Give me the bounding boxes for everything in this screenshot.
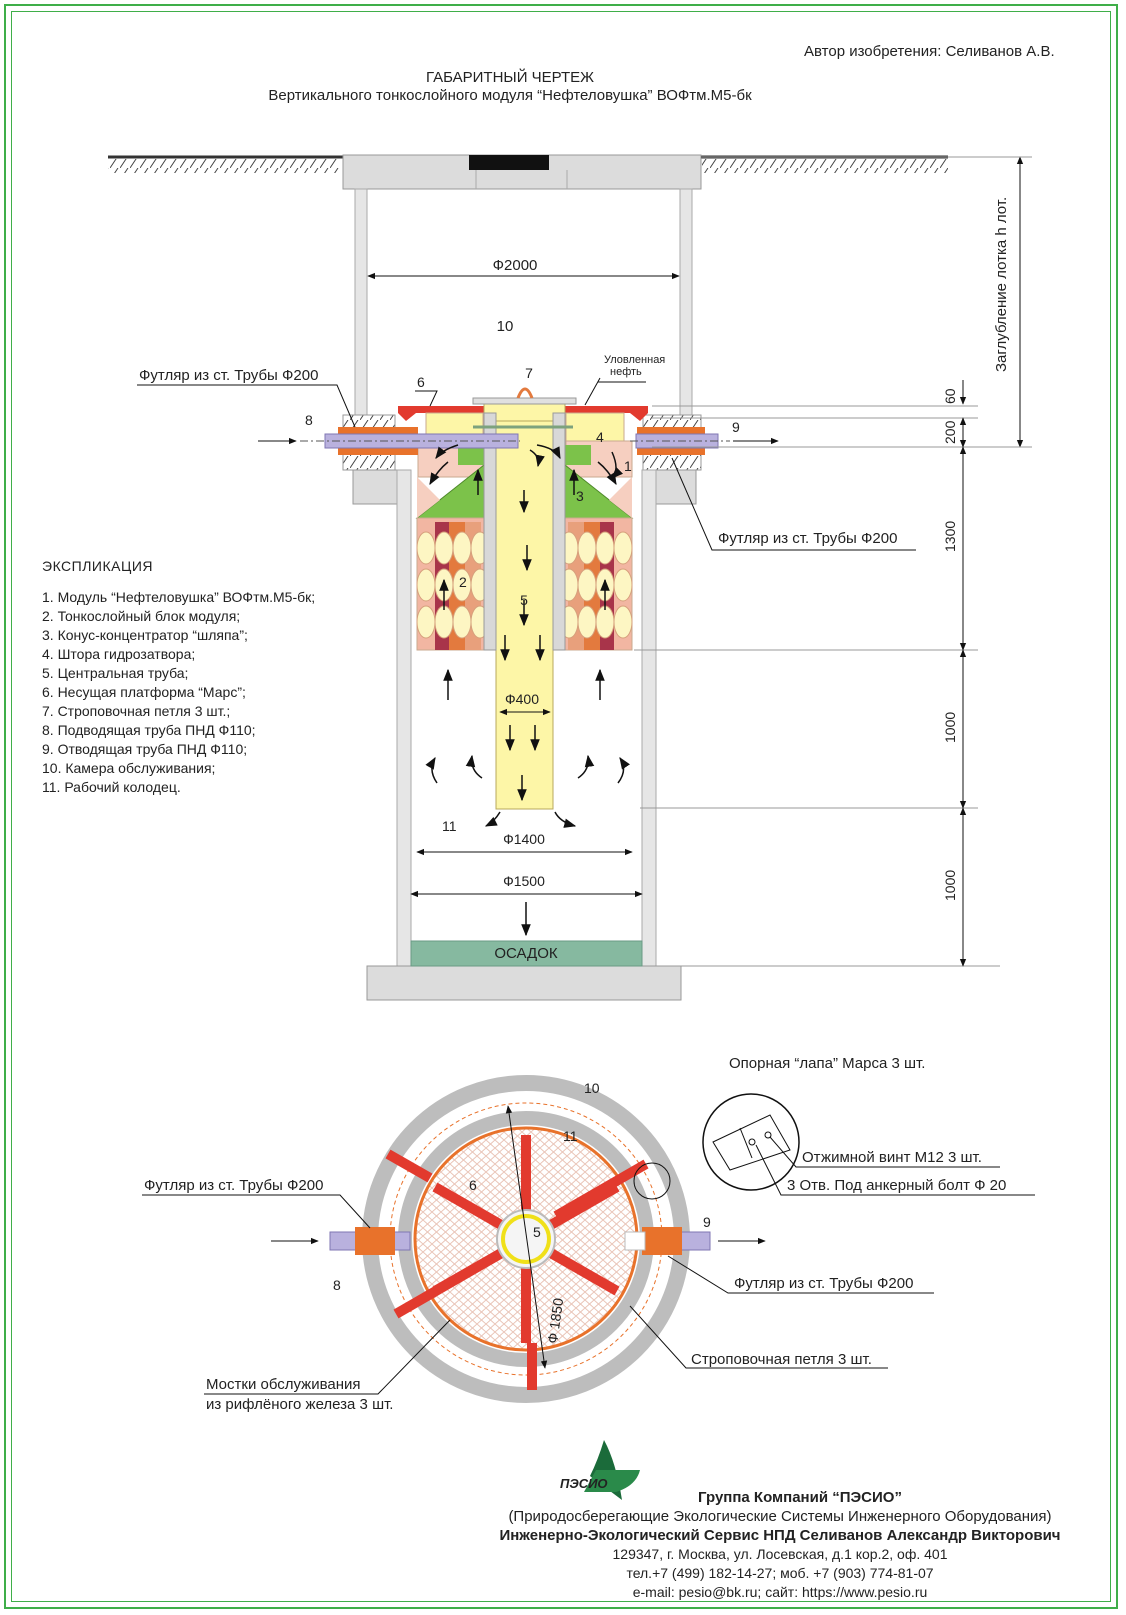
case-pipe-label-right: Футляр из ст. Трубы Ф200 (718, 530, 897, 547)
plan-case-right (642, 1227, 682, 1255)
sediment-layer (410, 940, 643, 967)
author-label: Автор изобретения: Селиванов А.В. (804, 43, 1055, 60)
depth-label: Заглубление лотка h лот. (993, 197, 1010, 372)
plan-view: Ф 1850 (329, 1075, 711, 1403)
company-subtitle: (Природосберегающие Экологические Систем… (508, 1508, 1052, 1525)
bottom-slab (366, 965, 682, 1001)
company-title: Группа Компаний “ПЭСИО” (698, 1489, 902, 1506)
callout-3: 3 (576, 488, 584, 504)
dim-1000-upper: 1000 (942, 712, 958, 743)
company-info: Группа Компаний “ПЭСИО” (Природосберегаю… (440, 1488, 1120, 1602)
callout-7: 7 (525, 365, 533, 381)
screw-label: Отжимной винт М12 3 шт. (802, 1149, 982, 1166)
explication-item: 1. Модуль “Нефтеловушка” ВОФтм.М5-бк; (42, 589, 316, 605)
callout-8: 8 (305, 412, 313, 428)
page-subtitle: Вертикального тонкослойного модуля “Нефт… (268, 87, 752, 104)
inlet-pipe (258, 427, 520, 455)
explication-item: 6. Несущая платформа “Марс”; (42, 684, 246, 700)
explication-item: 7. Строповочная петля 3 шт.; (42, 703, 231, 719)
chamber-wall-right (679, 188, 693, 416)
holes-label: 3 Отв. Под анкерный болт Ф 20 (787, 1177, 1006, 1194)
bridges-label-2: из рифлёного железа 3 шт. (206, 1396, 393, 1413)
oil-label-1: Уловленная (604, 354, 665, 366)
explication-item: 8. Подводящая труба ПНД Ф110; (42, 722, 256, 738)
sediment-label: ОСАДОК (494, 945, 557, 962)
chamber-wall-left (354, 188, 368, 416)
dim-400: Ф400 (505, 691, 539, 707)
dim-1400: Ф1400 (503, 831, 545, 847)
page-title: ГАБАРИТНЫЙ ЧЕРТЕЖ (426, 68, 594, 86)
dim-60: 60 (942, 388, 958, 404)
plan-callout-5: 5 (533, 1224, 541, 1240)
explication-item: 10. Камера обслуживания; (42, 760, 216, 776)
explication-item: 3. Конус-концентратор “шляпа”; (42, 627, 248, 643)
dim-2000: Ф2000 (493, 257, 538, 274)
callout-9: 9 (732, 419, 740, 435)
plan-case-label-left: Футляр из ст. Трубы Ф200 (144, 1177, 323, 1194)
company-logo: ПЭСИО (560, 1440, 640, 1500)
dim-200: 200 (942, 420, 958, 444)
company-address: 129347, г. Москва, ул. Лосевская, д.1 ко… (612, 1546, 948, 1562)
dim-1000-lower: 1000 (942, 870, 958, 901)
plan-case-label-right: Футляр из ст. Трубы Ф200 (734, 1275, 913, 1292)
plan-case-left (355, 1227, 395, 1255)
flow-arrows (425, 444, 630, 937)
outlet-pipe (630, 427, 779, 455)
explication-item: 2. Тонкослойный блок модуля; (42, 608, 241, 624)
explication-item: 4. Штора гидрозатвора; (42, 646, 196, 662)
well-wall-left (396, 469, 412, 967)
callout-5: 5 (520, 592, 528, 608)
oil-label-2: нефть (610, 366, 642, 378)
callout-6: 6 (417, 374, 425, 390)
callout-11: 11 (442, 818, 457, 834)
callout-1: 1 (624, 458, 632, 474)
explication-item: 11. Рабочий колодец. (42, 779, 181, 795)
bridges-label-1: Мостки обслуживания (206, 1376, 361, 1393)
well-section: ОСАДОК (342, 154, 702, 1001)
explication-item: 9. Отводящая труба ПНД Ф110; (42, 741, 248, 757)
dim-1300: 1300 (942, 521, 958, 552)
company-org: Инженерно-Экологический Сервис НПД Селив… (499, 1527, 1061, 1544)
plan-callout-11: 11 (563, 1128, 578, 1144)
dim-1850: Ф 1850 (544, 1297, 566, 1345)
callout-4: 4 (596, 429, 604, 445)
support-paw-detail: Опорная “лапа” Марса 3 шт. Отжимной винт… (702, 1055, 1035, 1196)
vertical-dimensions (634, 156, 1032, 967)
logo-text: ПЭСИО (560, 1476, 608, 1491)
callout-2: 2 (459, 574, 467, 590)
hydro-lock-left (458, 445, 484, 465)
inner-frame (11, 11, 1111, 1602)
plan-callout-6: 6 (469, 1177, 477, 1193)
callout-10: 10 (497, 318, 514, 335)
dim-1500: Ф1500 (503, 873, 545, 889)
manhole-hatch (469, 155, 549, 170)
case-pipe-label-left: Футляр из ст. Трубы Ф200 (139, 367, 318, 384)
explication: ЭКСПЛИКАЦИЯ 1. Модуль “Нефтеловушка” ВОФ… (42, 557, 315, 797)
explication-title: ЭКСПЛИКАЦИЯ (42, 558, 154, 574)
support-paw-label: Опорная “лапа” Марса 3 шт. (729, 1055, 925, 1072)
explication-item: 5. Центральная труба; (42, 665, 189, 681)
plan-callout-9: 9 (703, 1214, 711, 1230)
sling-loop (516, 387, 534, 399)
hydro-lock-right (565, 445, 591, 465)
sling-loop-label: Строповочная петля 3 шт. (691, 1351, 872, 1368)
plan-callout-8: 8 (333, 1277, 341, 1293)
company-phones: тел.+7 (499) 182-14-27; моб. +7 (903) 77… (626, 1565, 934, 1581)
thin-layer-block-left (416, 517, 497, 651)
outer-frame (4, 4, 1118, 1609)
plan-callout-10: 10 (584, 1080, 600, 1096)
well-wall-right (641, 469, 657, 967)
company-contacts: e-mail: pesio@bk.ru; сайт: https://www.p… (632, 1584, 928, 1600)
